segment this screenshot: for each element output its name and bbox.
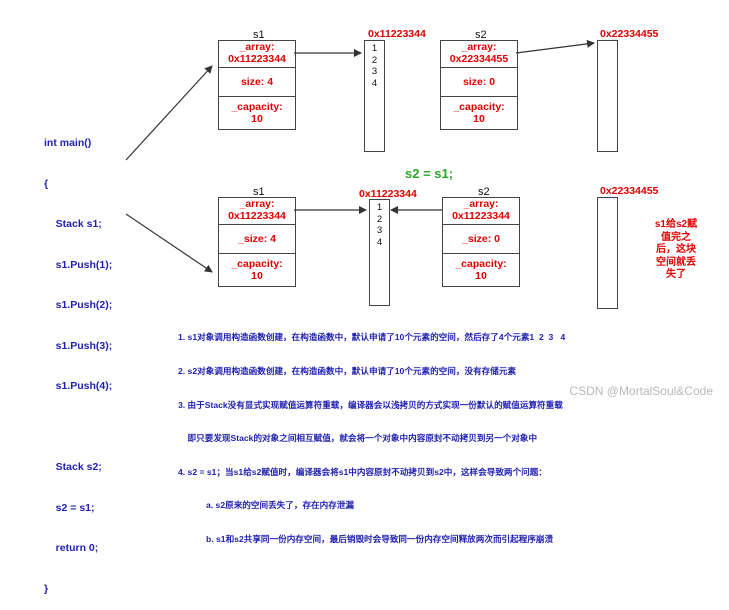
shared-memory-block: 1 2 3 4 bbox=[369, 199, 390, 306]
code-line: { bbox=[44, 177, 49, 190]
mem-value: 3 bbox=[376, 225, 383, 236]
top-s2-object: _array: 0x22334455 size: 0 _capacity: 10 bbox=[440, 40, 518, 130]
code-line: } bbox=[44, 582, 49, 595]
code-line: s1.Push(2); bbox=[44, 299, 113, 311]
bottom-s1-capacity-field: _capacity: 10 bbox=[231, 258, 283, 282]
mem-value: 4 bbox=[371, 77, 378, 89]
top-s1-mem-address: 0x11223344 bbox=[368, 28, 426, 40]
note-line: 1. s1对象调用构造函数创建，在构造函数中，默认申请了10个元素的空间，然后存… bbox=[178, 332, 566, 343]
code-line: Stack s2; bbox=[44, 461, 102, 473]
code-line: s1.Push(4); bbox=[44, 380, 113, 392]
bottom-s1-object: _array: 0x11223344 _size: 4 _capacity: 1… bbox=[218, 197, 296, 287]
top-s1-size-field: size: 4 bbox=[219, 68, 295, 97]
top-s1-memory-block: 1 2 3 4 bbox=[364, 40, 385, 152]
top-s2-capacity-field: _capacity: 10 bbox=[453, 101, 505, 125]
top-s2-mem-address: 0x22334455 bbox=[600, 28, 659, 40]
bottom-s2-size-field: _size: 0 bbox=[443, 225, 519, 254]
watermark: CSDN @MortalSoul&Code bbox=[569, 384, 713, 398]
bottom-s2-object: _array: 0x11223344 _size: 0 _capacity: 1… bbox=[442, 197, 520, 287]
connector-arrows bbox=[125, 39, 595, 273]
sub-note-line: a. s2原来的空间丢失了，存在内存泄漏 bbox=[206, 500, 355, 511]
code-line: Stack s1; bbox=[44, 218, 102, 230]
top-s2-pointer-arrow bbox=[515, 39, 595, 54]
note-line: 即只要发现Stack的对象之间相互赋值，就会将一个对象中内容原封不动拷贝到另一个… bbox=[178, 433, 538, 444]
code-line: s1.Push(1); bbox=[44, 258, 113, 271]
top-s1-object: _array: 0x11223344 size: 4 _capacity: 10 bbox=[218, 40, 296, 130]
mem-value: 1 bbox=[371, 43, 378, 54]
top-s1-label: s1 bbox=[253, 29, 265, 41]
top-s2-label: s2 bbox=[475, 29, 487, 41]
assignment-label: s2 = s1; bbox=[405, 166, 454, 181]
mem-value: 3 bbox=[371, 66, 378, 77]
note-line: 2. s2对象调用构造函数创建，在构造函数中，默认申请了10个元素的空间，没有存… bbox=[178, 366, 517, 377]
lost-space-note: s1给s2赋 值完之 后，这块 空间就丢 失了 bbox=[654, 219, 698, 280]
sub-note-line: b. s1和s2共享同一份内存空间，最后销毁时会导致同一份内存空间释放两次而引起… bbox=[206, 534, 554, 545]
note-line: 3. 由于Stack没有显式实现赋值运算符重载，编译器会以浅拷贝的方式实现一份默… bbox=[178, 399, 563, 410]
mem-value: 2 bbox=[376, 213, 383, 225]
bottom-s1-size-field: _size: 4 bbox=[219, 225, 295, 254]
mem-value: 2 bbox=[371, 54, 378, 66]
bottom-s2-label: s2 bbox=[478, 186, 490, 198]
top-s2-size-field: size: 0 bbox=[441, 68, 517, 97]
top-s2-array-field: _array: 0x22334455 bbox=[441, 41, 517, 68]
lost-mem-address: 0x22334455 bbox=[600, 185, 659, 197]
lost-memory-block bbox=[597, 197, 618, 309]
code-to-top-arrow bbox=[125, 65, 213, 161]
bottom-s1-label: s1 bbox=[253, 186, 265, 198]
code-line: s2 = s1; bbox=[44, 501, 95, 514]
bottom-s2-array-field: _array: 0x11223344 bbox=[443, 198, 519, 225]
top-s1-array-field: _array: 0x11223344 bbox=[219, 41, 295, 68]
code-line: s1.Push(3); bbox=[44, 339, 113, 352]
note-line: 4. s2 = s1；当s1给s2赋值时，编译器会将s1中内容原封不动拷贝到s2… bbox=[178, 466, 547, 477]
code-line bbox=[44, 421, 112, 435]
bottom-s1-array-field: _array: 0x11223344 bbox=[219, 198, 295, 225]
code-to-bottom-arrow bbox=[125, 213, 213, 273]
explanation-notes: 1. s1对象调用构造函数创建，在构造函数中，默认申请了10个元素的空间，然后存… bbox=[178, 310, 565, 556]
mem-value: 4 bbox=[376, 236, 383, 248]
top-s1-capacity-field: _capacity: 10 bbox=[231, 101, 283, 125]
code-line: return 0; bbox=[44, 542, 99, 554]
top-s2-memory-block bbox=[597, 40, 618, 152]
mem-value: 1 bbox=[376, 202, 383, 213]
bottom-s2-capacity-field: _capacity: 10 bbox=[455, 258, 507, 282]
code-line: int main() bbox=[44, 137, 92, 149]
shared-mem-address: 0x11223344 bbox=[359, 188, 417, 200]
